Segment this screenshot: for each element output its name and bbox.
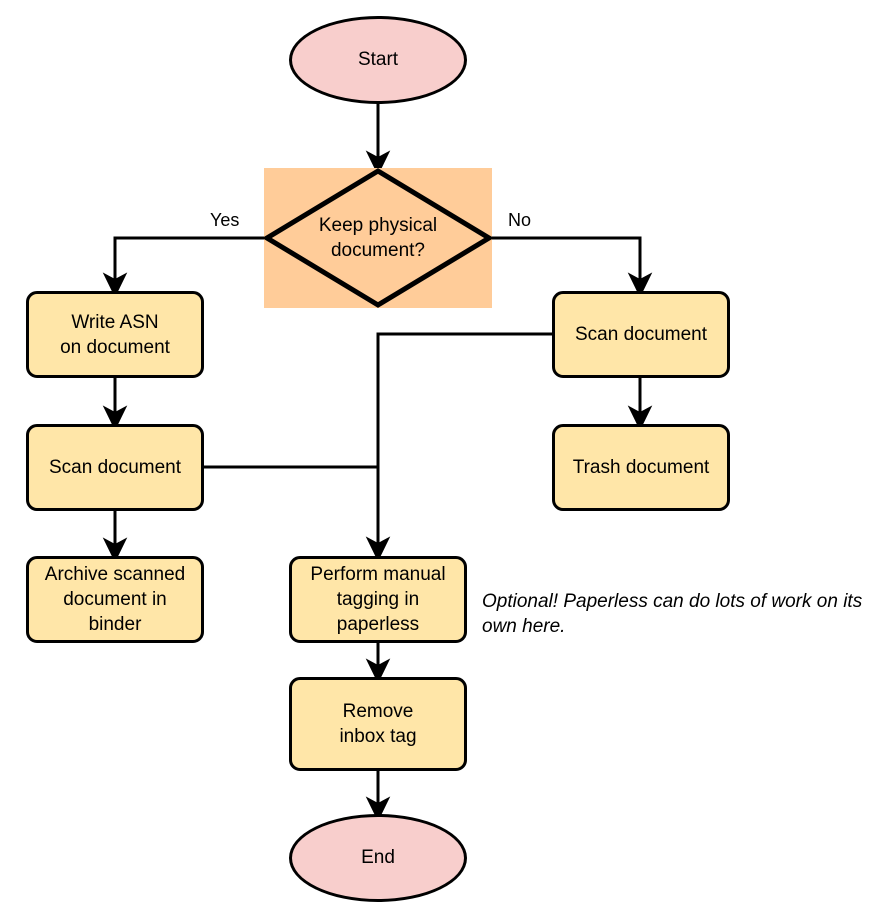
node-remove-inbox-tag[interactable]: Remove inbox tag [289,677,467,771]
diamond-shape [264,168,492,308]
node-trash-document-label: Trash document [572,457,710,478]
edge-label-yes: Yes [210,210,240,230]
node-scan-document-left-label: Scan document [48,457,182,478]
edge-label-no: No [508,210,532,230]
decision-line-1: Keep physical [318,215,438,236]
node-write-asn-label: Write ASN on document [60,311,170,358]
optional-note-line-2: its own here. [482,591,863,637]
node-end-label: End [361,847,395,868]
decision-line-2: document? [330,240,425,261]
annotation-optional-note: Optional! Paperless can do lots of work … [482,589,888,639]
node-perform-manual-tagging[interactable]: Perform manual tagging in paperless [289,556,467,643]
node-remove-inbox-label: Remove inbox tag [339,701,417,747]
node-write-asn[interactable]: Write ASN on document [26,291,204,378]
node-trash-document[interactable]: Trash document [552,424,730,511]
node-start-label: Start [357,49,399,70]
edge-decision-no-to-scan-right [492,236,653,298]
node-archive-scanned-document[interactable]: Archive scanned document in binder [26,556,204,643]
node-decision-label: Keep physical document? [319,213,437,263]
node-end[interactable]: End [289,814,467,902]
node-scan-document-left[interactable]: Scan document [26,424,204,511]
edge-decision-yes-to-write-asn [102,236,264,298]
optional-note-line-1: Optional! Paperless can do lots of work … [482,591,838,612]
node-tagging-label: Perform manual tagging in paperless [310,564,446,635]
edge-scan-right-to-tagging [365,332,552,562]
node-scan-document-right[interactable]: Scan document [552,291,730,378]
node-archive-label: Archive scanned document in binder [44,564,186,635]
node-scan-document-right-label: Scan document [574,324,708,345]
node-start[interactable]: Start [289,16,467,104]
node-decision-keep-physical[interactable]: Keep physical document? [264,168,492,308]
